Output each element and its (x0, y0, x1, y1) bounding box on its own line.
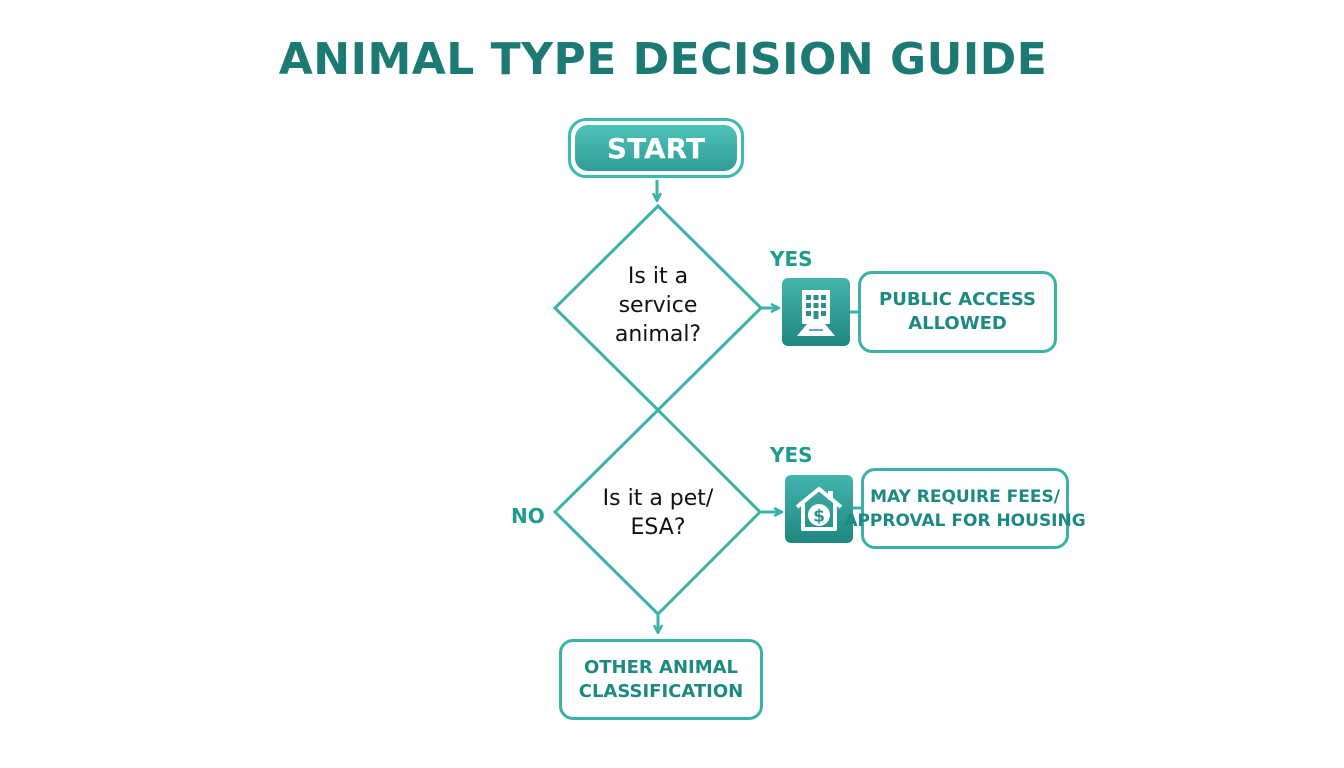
building-icon (782, 278, 850, 346)
decision-1-yes-label: YES (770, 247, 813, 271)
svg-text:$: $ (813, 507, 825, 527)
outcome-public-access: PUBLIC ACCESS ALLOWED (858, 271, 1057, 353)
decision-1-text: Is it a service animal? (578, 262, 738, 349)
page-title: ANIMAL TYPE DECISION GUIDE (278, 34, 1048, 85)
outcome-other-line1: OTHER ANIMAL (583, 656, 739, 678)
start-node: START (568, 118, 744, 178)
outcome-housing-fees-line1: MAY REQUIRE FEES/ (870, 486, 1060, 507)
decision-2-no-label: NO (511, 504, 545, 528)
house-dollar-icon: $ (785, 475, 853, 543)
outcome-housing-fees: MAY REQUIRE FEES/ APPROVAL FOR HOUSING (844, 468, 1086, 549)
outcome-public-access-line1: PUBLIC ACCESS (879, 289, 1036, 310)
outcome-public-access-line2: ALLOWED (908, 313, 1007, 334)
outcome-other-line2: CLASSIFICATION (578, 680, 744, 702)
start-label: START (575, 125, 737, 171)
decision-1-line2: service (618, 293, 698, 318)
outcome-housing-fees-line2: APPROVAL FOR HOUSING (844, 510, 1086, 531)
decision-2-yes-label: YES (770, 443, 813, 467)
decision-2-line1: Is it a pet/ (602, 486, 714, 511)
outcome-other-classification: OTHER ANIMAL CLASSIFICATION (559, 639, 763, 720)
decision-2-line2: ESA? (630, 515, 686, 540)
decision-1-line1: Is it a (627, 264, 689, 289)
decision-1-line3: animal? (614, 322, 702, 347)
decision-2-text: Is it a pet/ ESA? (568, 484, 748, 542)
